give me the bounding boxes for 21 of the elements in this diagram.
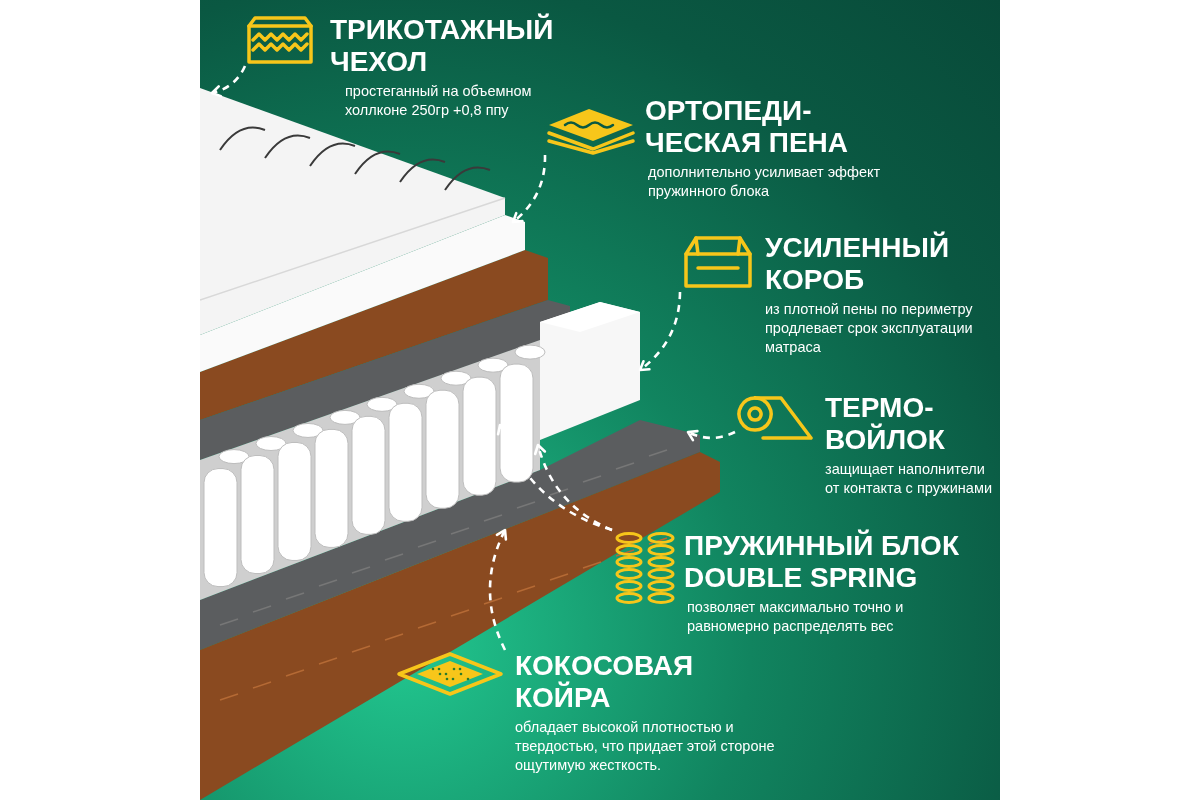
- callout-heading: ТЕРМО-ВОЙЛОК: [825, 392, 946, 456]
- callout-heading: КОКОСОВАЯ КОЙРА: [515, 650, 695, 714]
- leader-arrow: [488, 528, 508, 651]
- callout-description: позволяет максимально точно и равномерно распределять вес: [687, 598, 905, 636]
- callout-heading: ТРИКОТАЖНЫЙ ЧЕХОЛ: [330, 14, 555, 78]
- leader-arrow: [210, 65, 247, 98]
- callout-description: дополнительно усиливает эффект пружинного блока: [648, 163, 882, 201]
- callout-heading: УСИЛЕННЫЙ КОРОБ: [765, 232, 951, 296]
- foam-border-block: [540, 302, 640, 440]
- callout-description: защищает наполнители от контакта с пружинами: [825, 460, 993, 498]
- leader-arrow: [686, 429, 736, 442]
- callout-heading: ОРТОПЕДИ-ЧЕСКАЯ ПЕНА: [645, 95, 850, 159]
- callout-heading: ПРУЖИННЫЙ БЛОК DOUBLE SPRING: [684, 530, 960, 594]
- leader-arrow: [511, 155, 547, 224]
- leader-arrow: [534, 443, 613, 532]
- callout-description: обладает высокой плотностью и твердостью, что придает этой стороне ощутимую жесткость.: [515, 718, 776, 775]
- leader-arrow: [638, 291, 682, 372]
- leader-arrow: [497, 423, 613, 532]
- callout-description: простеганный на объемном холлконе 250гр +0,8 ппу: [345, 82, 533, 120]
- callout-description: из плотной пены по периметру продлевает срок эксплуатации матраса: [765, 300, 974, 357]
- foam-layer: [200, 215, 525, 372]
